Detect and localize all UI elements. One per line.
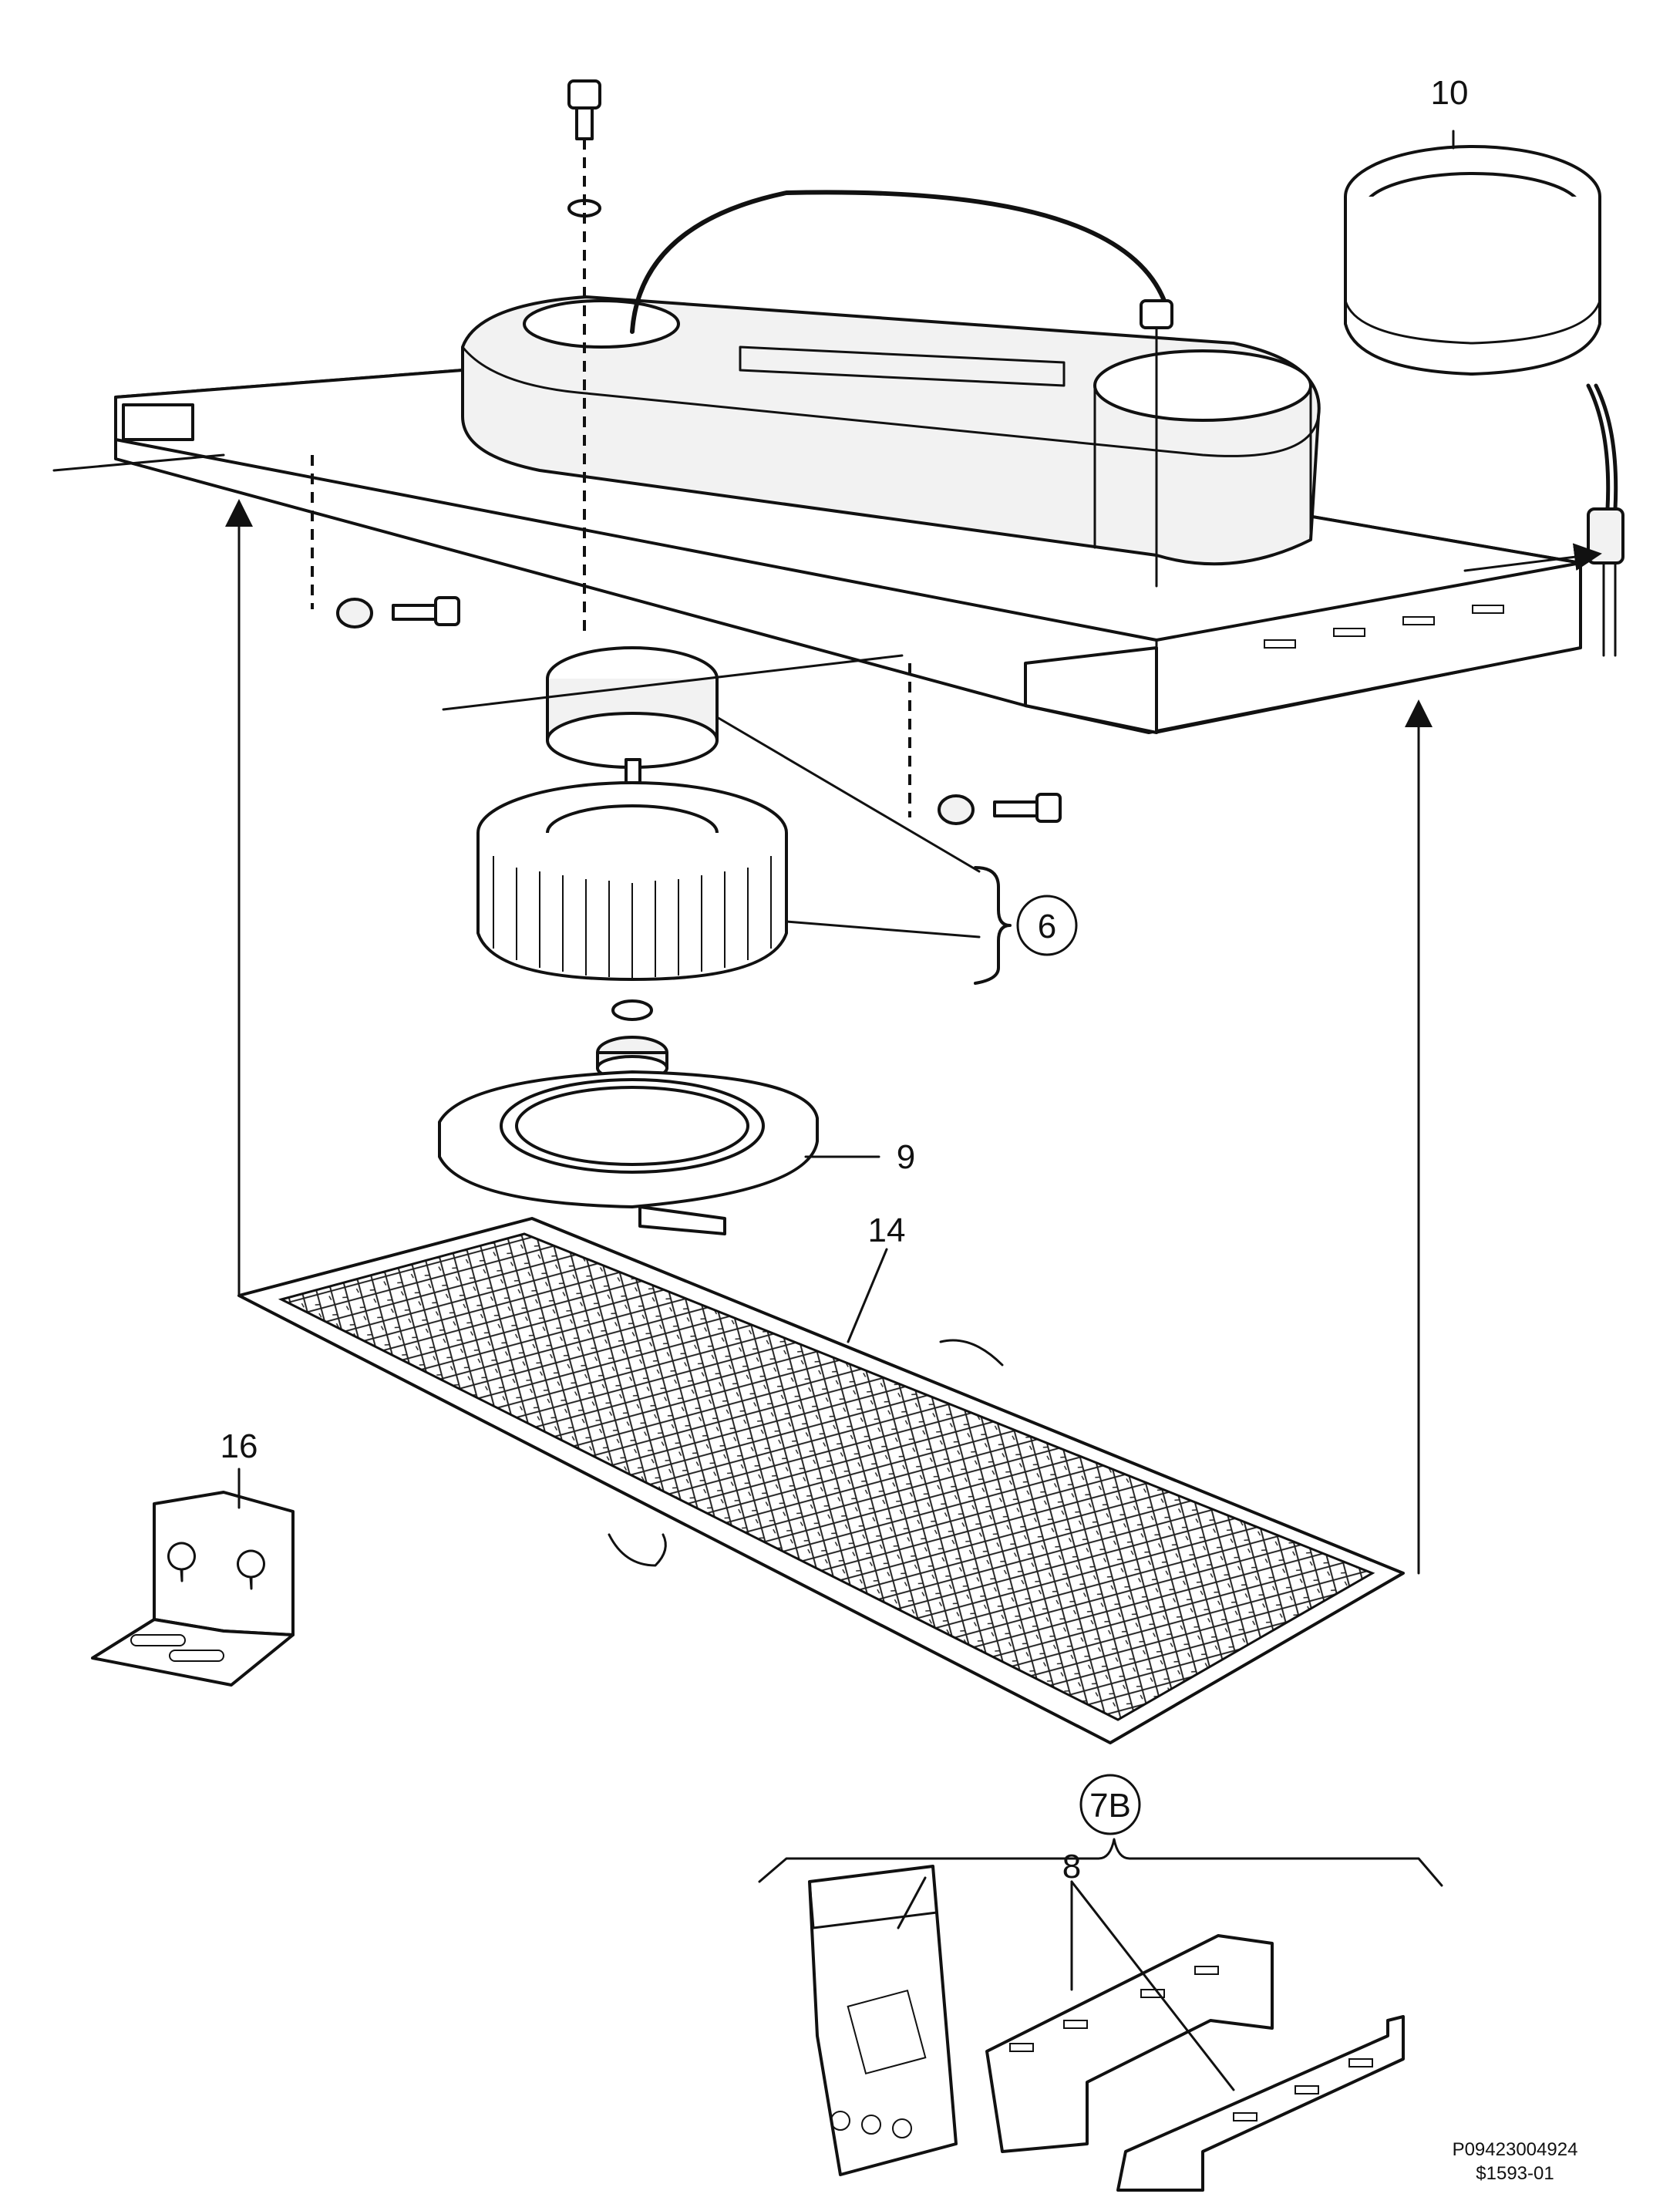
callout-6-circle <box>1016 895 1078 956</box>
callout-9: 9 <box>897 1138 915 1176</box>
callout-16: 16 <box>221 1427 258 1465</box>
fan-wheel <box>476 781 788 981</box>
left-side-screw <box>311 455 460 629</box>
power-cable <box>630 190 1167 334</box>
right-side-screw <box>908 663 1062 825</box>
grease-filter-part-14 <box>237 1217 1405 1744</box>
callout-10: 10 <box>1431 74 1469 112</box>
callout-14: 14 <box>868 1212 906 1249</box>
top-screw <box>567 79 601 632</box>
callout-8: 8 <box>1062 1848 1081 1886</box>
callout-6: 6 <box>1038 908 1056 945</box>
blower-motor <box>442 646 904 784</box>
leader-lines <box>237 130 1455 2091</box>
revision-code: $1593-01 <box>1476 2163 1554 2184</box>
mounting-rails-part-8 <box>985 1934 1405 2192</box>
grommet <box>1140 299 1173 588</box>
callout-labels: 10 6 9 14 16 7B 8 <box>221 74 1469 1886</box>
callout-7b-circle <box>1079 1774 1141 1835</box>
fan-washer <box>611 999 653 1021</box>
drawing-code: P09423004924 <box>1453 2139 1578 2160</box>
assembly-arrows <box>225 499 1602 1575</box>
hardware-kit-bag <box>808 1865 958 2176</box>
mounting-bracket-part-16 <box>91 1491 295 1687</box>
duct-collar-part-10 <box>1344 145 1601 376</box>
ring-collar-part-9 <box>438 1070 819 1235</box>
hood-housing <box>52 295 1582 734</box>
cable-fitting <box>1586 383 1624 657</box>
callout-7b: 7B <box>1089 1787 1131 1825</box>
